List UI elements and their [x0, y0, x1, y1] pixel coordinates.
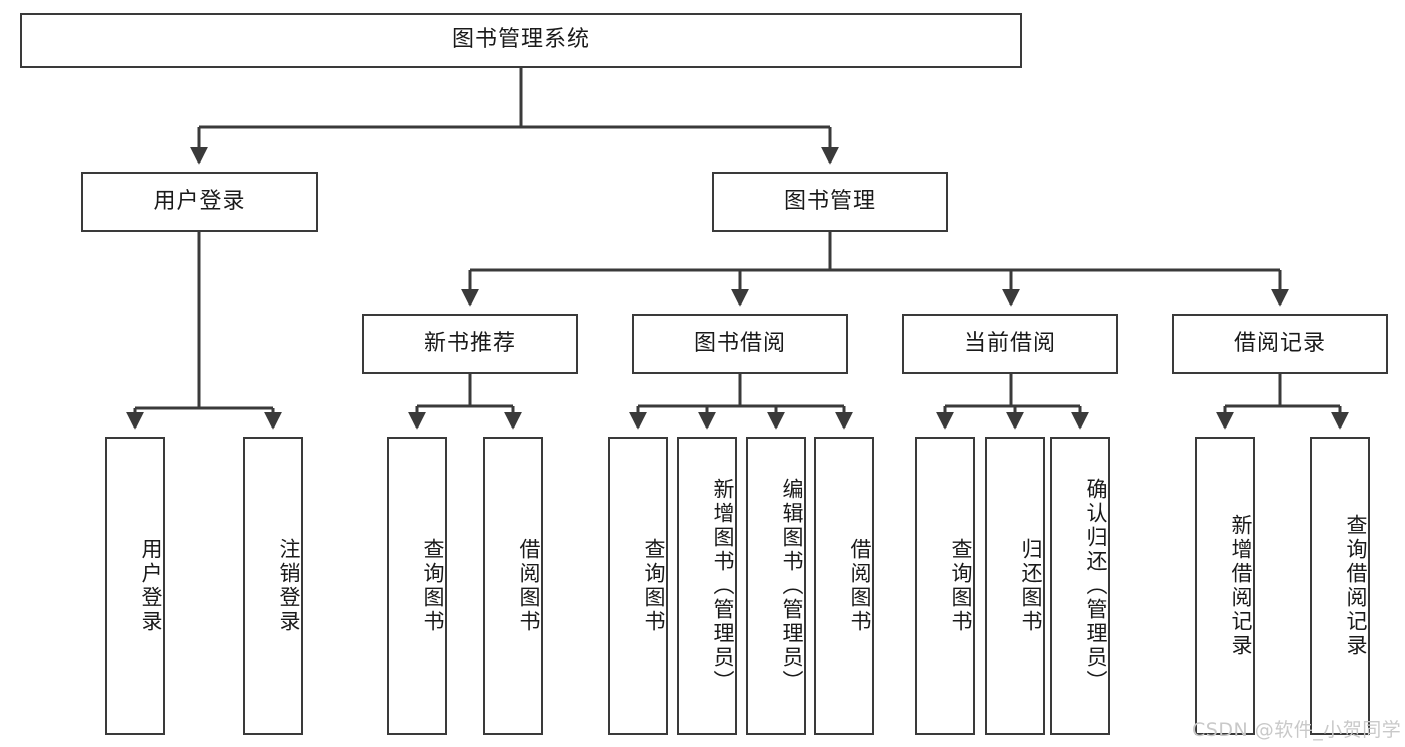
node-leaf-logout[interactable]: 注销登录	[243, 437, 303, 735]
node-leaf-confirm-return[interactable]: 确认归还（管理员）	[1050, 437, 1110, 735]
node-root-label: 图书管理系统	[451, 27, 590, 53]
node-leaf-borrow-book-recommend-label: 借阅图书	[517, 538, 541, 634]
node-leaf-borrow-book[interactable]: 借阅图书	[814, 437, 874, 735]
node-leaf-borrow-book-recommend[interactable]: 借阅图书	[483, 437, 543, 735]
node-new-book-recommend-label: 新书推荐	[423, 330, 516, 356]
node-leaf-query-book-current[interactable]: 查询图书	[915, 437, 975, 735]
node-leaf-borrow-book-label: 借阅图书	[848, 538, 872, 634]
node-leaf-query-book-current-label: 查询图书	[949, 538, 973, 634]
node-root[interactable]: 图书管理系统	[20, 13, 1022, 68]
node-current-borrow[interactable]: 当前借阅	[902, 314, 1118, 374]
node-leaf-add-book-label: 新增图书（管理员）	[711, 478, 735, 694]
node-leaf-add-borrow-record-label: 新增借阅记录	[1229, 514, 1253, 658]
node-book-manage[interactable]: 图书管理	[712, 172, 948, 232]
node-current-borrow-label: 当前借阅	[963, 330, 1056, 356]
node-leaf-add-book[interactable]: 新增图书（管理员）	[677, 437, 737, 735]
node-leaf-query-book-recommend-label: 查询图书	[421, 538, 445, 634]
node-user-login[interactable]: 用户登录	[81, 172, 318, 232]
node-leaf-query-borrow-record[interactable]: 查询借阅记录	[1310, 437, 1370, 735]
node-leaf-add-borrow-record[interactable]: 新增借阅记录	[1195, 437, 1255, 735]
node-leaf-query-book-label: 查询图书	[642, 538, 666, 634]
node-book-manage-label: 图书管理	[783, 188, 876, 214]
node-new-book-recommend[interactable]: 新书推荐	[362, 314, 578, 374]
node-leaf-return-book[interactable]: 归还图书	[985, 437, 1045, 735]
node-leaf-edit-book-label: 编辑图书（管理员）	[780, 478, 804, 694]
node-leaf-edit-book[interactable]: 编辑图书（管理员）	[746, 437, 806, 735]
node-leaf-query-book-recommend[interactable]: 查询图书	[387, 437, 447, 735]
node-leaf-logout-label: 注销登录	[277, 538, 301, 634]
watermark: CSDN @软件_小贺同学	[1192, 719, 1402, 741]
node-leaf-query-borrow-record-label: 查询借阅记录	[1344, 514, 1368, 658]
node-leaf-user-login[interactable]: 用户登录	[105, 437, 165, 735]
node-leaf-return-book-label: 归还图书	[1019, 538, 1043, 634]
node-borrow-record[interactable]: 借阅记录	[1172, 314, 1388, 374]
node-leaf-confirm-return-label: 确认归还（管理员）	[1084, 478, 1108, 694]
node-borrow-record-label: 借阅记录	[1233, 330, 1326, 356]
node-book-borrow-label: 图书借阅	[693, 330, 786, 356]
node-user-login-label: 用户登录	[153, 188, 246, 214]
node-leaf-user-login-label: 用户登录	[139, 538, 163, 634]
node-leaf-query-book[interactable]: 查询图书	[608, 437, 668, 735]
node-book-borrow[interactable]: 图书借阅	[632, 314, 848, 374]
